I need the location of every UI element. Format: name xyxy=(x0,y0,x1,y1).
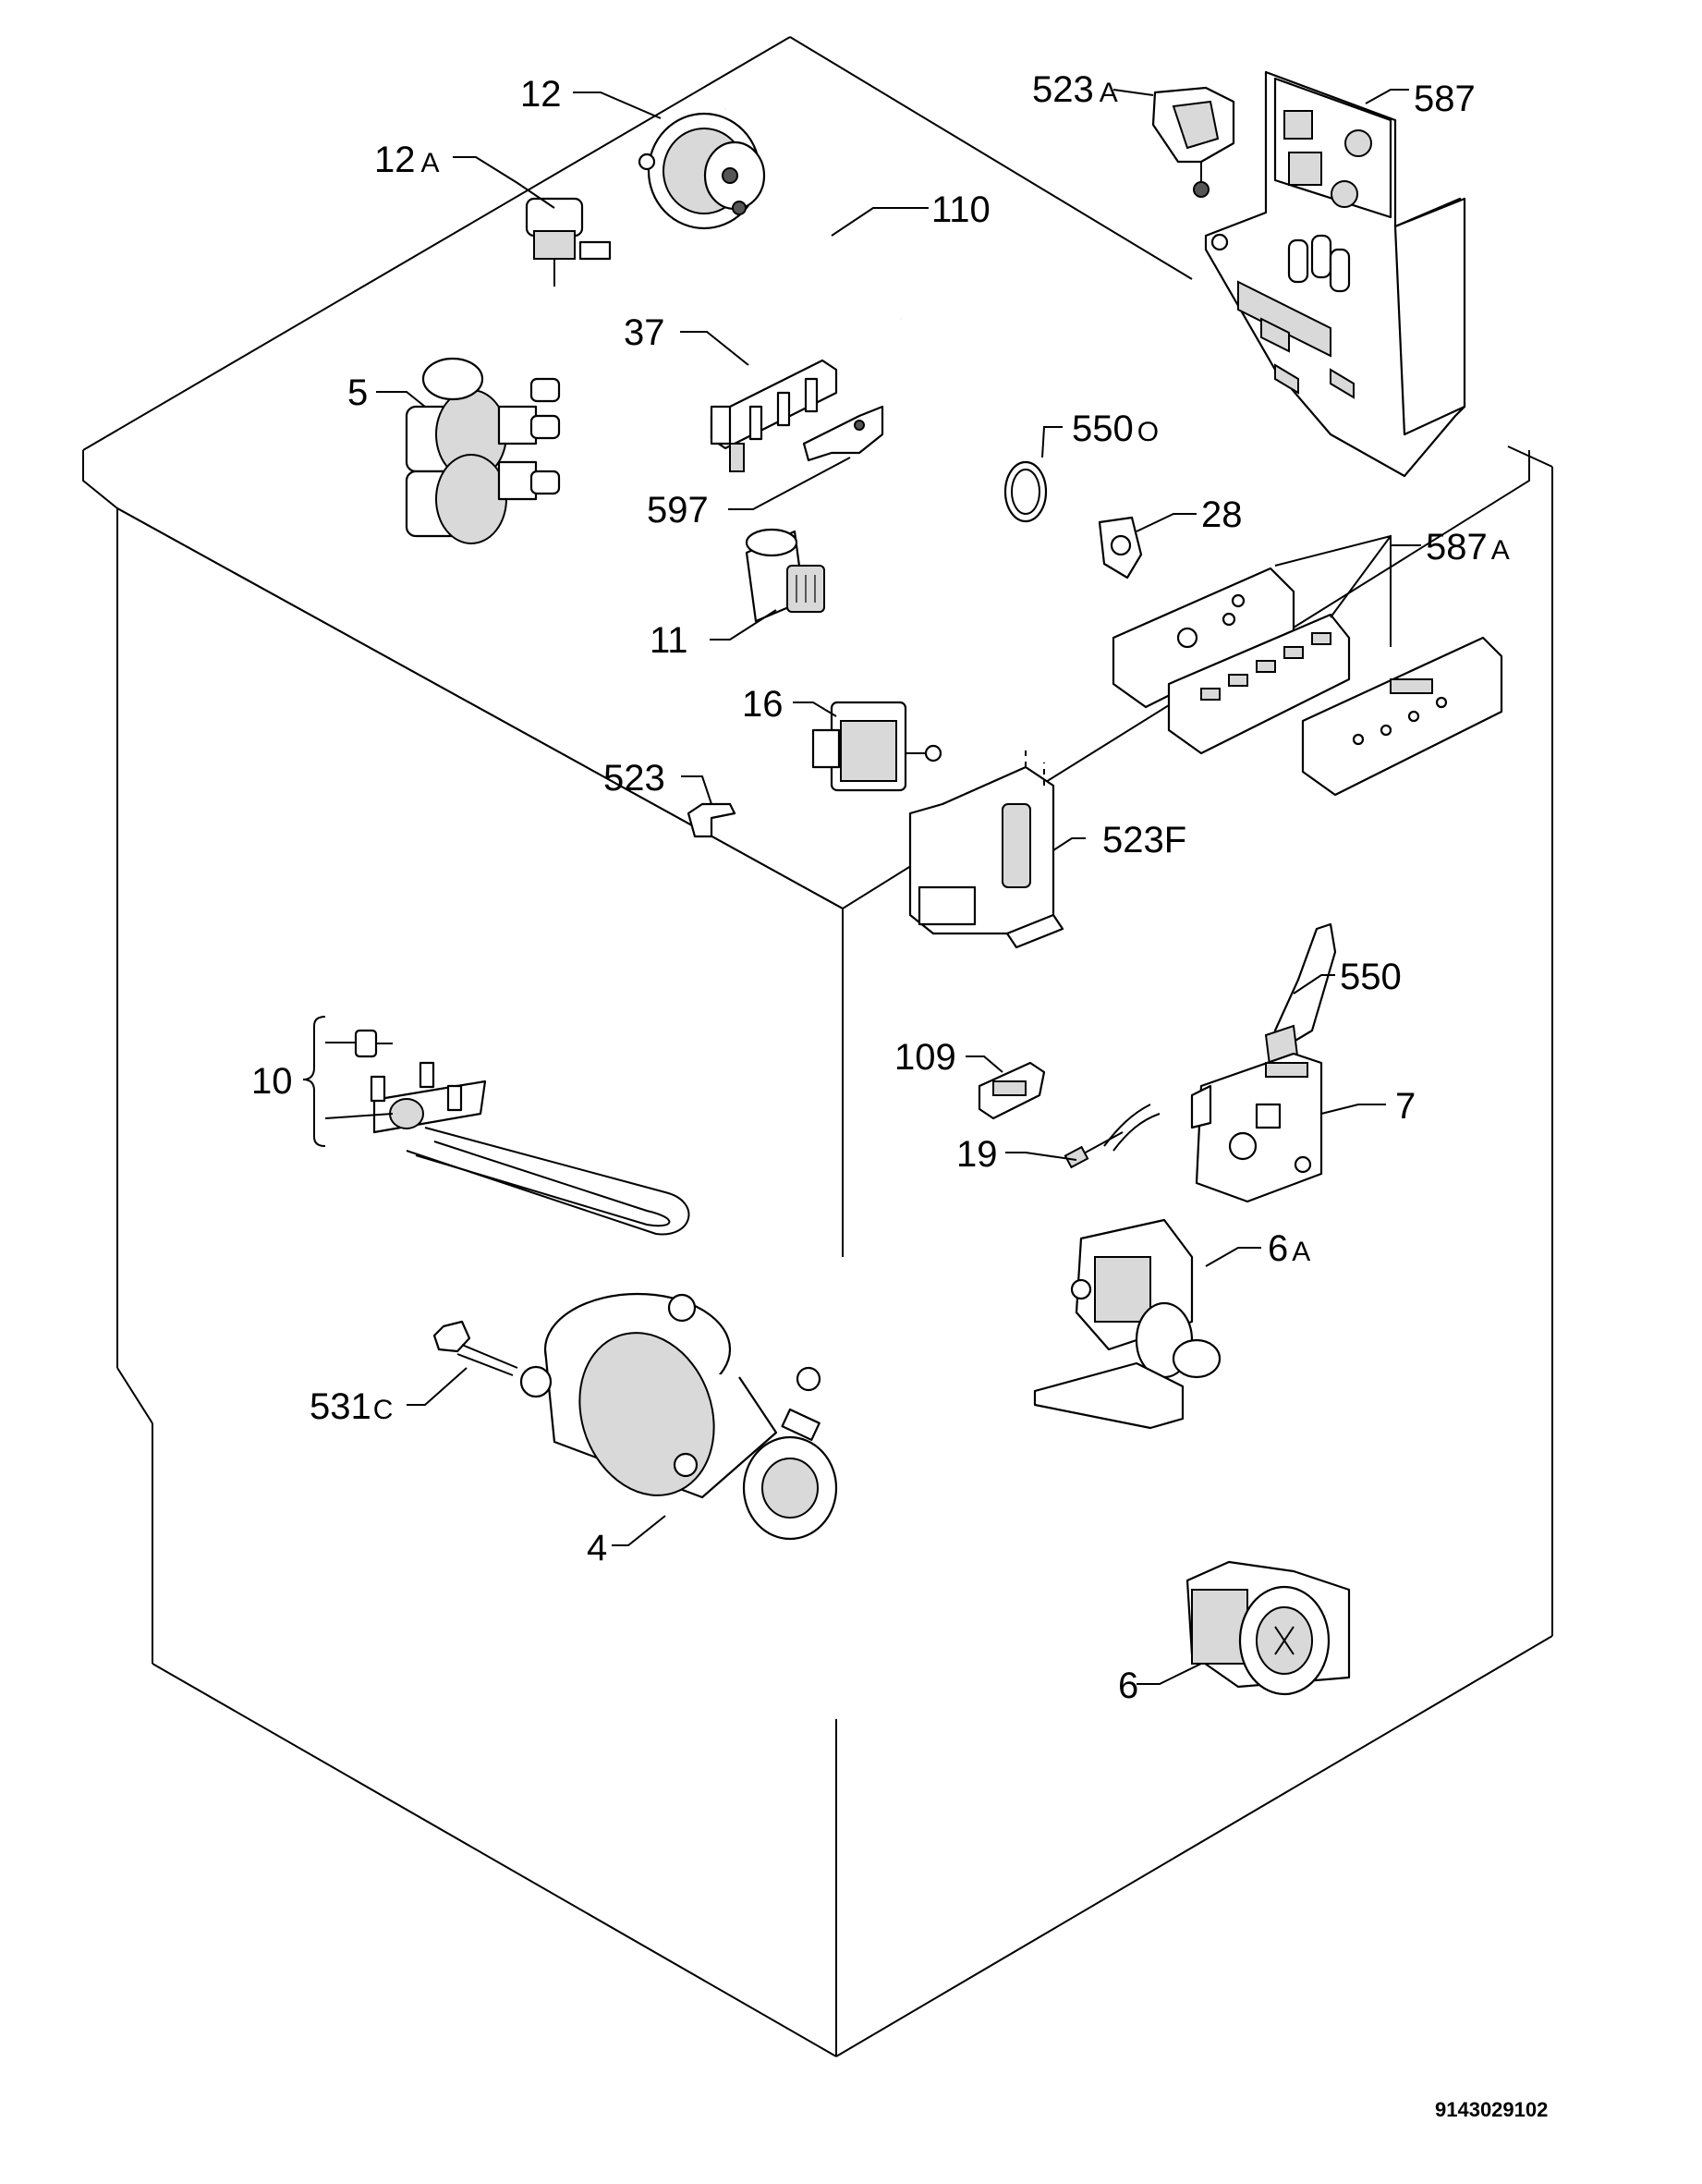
callout-12a-suffix: A xyxy=(421,148,440,178)
part-7-door-lock xyxy=(1190,1052,1323,1203)
part-523f-door-interlock xyxy=(908,749,1064,949)
callout-10: 10 xyxy=(251,1061,293,1102)
callout-531c-suffix: C xyxy=(373,1395,394,1425)
callout-11: 11 xyxy=(650,620,688,661)
callout-4: 4 xyxy=(587,1528,607,1568)
callout-7: 7 xyxy=(1395,1086,1416,1127)
part-550-door-lever xyxy=(1264,922,1337,1074)
part-523a-connector xyxy=(1151,86,1235,198)
part-12-pressure-switch xyxy=(638,112,766,230)
callout-550o-suffix: O xyxy=(1137,417,1159,447)
callout-37: 37 xyxy=(624,312,665,353)
part-16-selector-switch xyxy=(811,701,942,792)
callout-523: 523 xyxy=(603,758,665,799)
part-531c-screw xyxy=(432,1320,518,1376)
callout-523a-suffix: A xyxy=(1100,78,1118,108)
callout-523f: 523F xyxy=(1102,820,1186,860)
part-5-inlet-valve xyxy=(405,357,561,544)
part-37-terminal-block xyxy=(710,359,838,472)
callout-550: 550 xyxy=(1340,957,1402,997)
part-4-drain-pump xyxy=(519,1292,838,1541)
callout-587a-number: 587 xyxy=(1426,527,1488,567)
part-19-ntc-sensor xyxy=(1064,1104,1161,1169)
callout-531c-number: 531 xyxy=(310,1386,371,1427)
part-550o-o-ring xyxy=(1003,460,1048,523)
callout-587: 587 xyxy=(1414,79,1476,119)
callout-6a-number: 6 xyxy=(1268,1228,1288,1269)
callout-5: 5 xyxy=(347,372,368,413)
callout-16: 16 xyxy=(742,684,784,725)
callout-12a-number: 12 xyxy=(374,140,416,180)
part-523-clip xyxy=(687,802,736,838)
part-6a-pump-assembly xyxy=(1033,1218,1222,1430)
part-587a-control-boards xyxy=(1112,567,1503,797)
callout-523a-number: 523 xyxy=(1032,69,1094,110)
part-12a-pressure-switch xyxy=(525,197,612,287)
leader-lines xyxy=(302,89,1421,1685)
callout-12: 12 xyxy=(520,74,562,115)
part-110-hose xyxy=(724,96,903,321)
callout-550o-number: 550 xyxy=(1072,409,1134,449)
part-6-pump xyxy=(1185,1560,1351,1696)
callout-28: 28 xyxy=(1201,494,1243,535)
part-597-clip xyxy=(802,405,884,462)
callout-6: 6 xyxy=(1118,1665,1138,1706)
part-28-seal xyxy=(1098,516,1143,580)
callout-531c: 531C xyxy=(310,1386,393,1427)
part-109-clip xyxy=(978,1061,1046,1120)
callout-19: 19 xyxy=(956,1134,998,1175)
callout-597: 597 xyxy=(647,490,709,531)
callout-587a-suffix: A xyxy=(1491,535,1510,566)
callout-109: 109 xyxy=(894,1037,956,1078)
part-11-capacitor xyxy=(745,528,825,623)
part-10-heating-element xyxy=(354,1029,690,1236)
callout-6a-suffix: A xyxy=(1292,1237,1310,1267)
cabinet-outline xyxy=(82,36,1553,2057)
callout-110: 110 xyxy=(931,189,991,230)
part-587-main-control-board xyxy=(1204,70,1466,478)
drawing-code: 9143029102 xyxy=(1435,2098,1548,2121)
